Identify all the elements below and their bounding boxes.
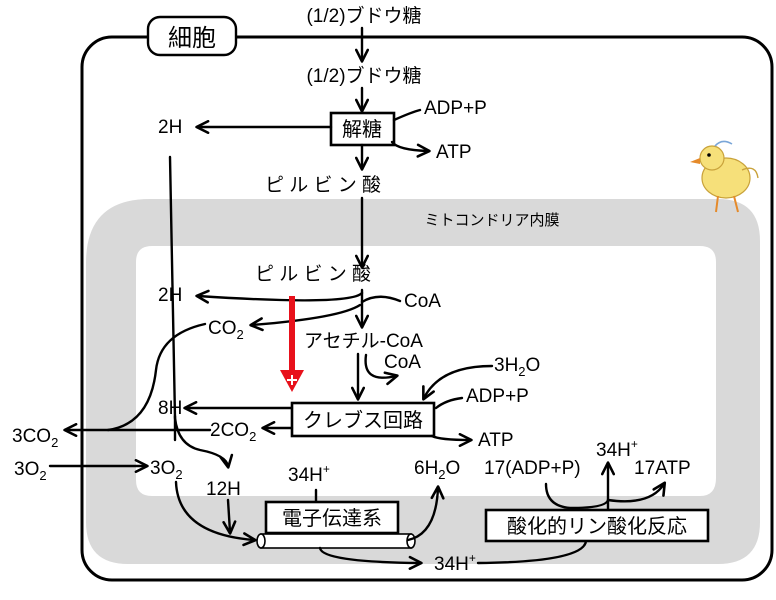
arrow-h2o-to-krebs — [422, 364, 494, 401]
arrow-etc-to-h2o — [406, 485, 445, 542]
arrow-atp-glycolysis — [390, 140, 431, 158]
line-coa-in — [360, 295, 402, 304]
label-34h-bottom: 34H+ — [434, 551, 476, 575]
arrow-oxphos-atp — [606, 481, 667, 503]
box-oxidative-phosphorylation-label: 酸化的リン酸化反応 — [507, 515, 687, 538]
label-pyruvate-outer: ピ ル ビ ン 酸 — [265, 174, 381, 196]
label-atp-krebs: ATP — [478, 430, 514, 451]
arrow-2h-matrix — [195, 289, 364, 304]
label-adp-p-krebs: ADP+P — [466, 386, 529, 407]
line-co2-collect — [106, 322, 207, 432]
box-oxidative-phosphorylation — [484, 508, 710, 543]
label-3o2-left: 3O2 — [14, 459, 47, 483]
label-34h-right: 34H+ — [596, 437, 638, 461]
membrane-label: ミトコンドリア内膜 — [424, 212, 559, 229]
label-12h: 12H — [206, 479, 241, 500]
label-17-adp-p: 17(ADP+P) — [484, 458, 581, 479]
label-adp-p-glycolysis: ADP+P — [424, 98, 487, 119]
label-17atp: 17ATP — [634, 458, 691, 479]
label-pyruvate-inner: ピ ル ビ ン 酸 — [255, 263, 371, 285]
label-atp-glycolysis: ATP — [436, 142, 472, 163]
label-2h-glycolysis: 2H — [158, 117, 182, 138]
label-coa-out: CoA — [384, 352, 421, 373]
label-co2: CO2 — [208, 318, 244, 342]
arrow-krebs-atp — [430, 432, 473, 448]
label-2co2: 2CO2 — [210, 420, 256, 444]
line-2h-to-etc — [168, 155, 234, 469]
line-34h-bottom-to-oxphos — [476, 539, 588, 565]
label-glucose-top: (1/2)ブドウ糖 — [306, 4, 421, 27]
label-2h-matrix: 2H — [158, 285, 182, 306]
label-6h2o: 6H2O — [414, 458, 460, 482]
label-coa-in: CoA — [404, 291, 441, 312]
line-adp-glycolysis — [392, 108, 422, 122]
arrow-etc-34h-out — [318, 546, 423, 570]
line-adp17-down — [544, 482, 610, 510]
chick-icon — [690, 140, 759, 213]
box-krebs — [290, 401, 436, 438]
box-electron-transport-label: 電子伝達系 — [282, 507, 382, 530]
label-acetyl-coa: アセチル-CoA — [304, 331, 423, 352]
arrow-12h-to-etc — [222, 498, 237, 535]
box-glycolysis-label: 解糖 — [342, 118, 382, 141]
line-adp-krebs — [434, 396, 464, 410]
cell-title: 細胞 — [168, 25, 216, 52]
box-electron-transport — [264, 500, 400, 535]
label-34h-inner: 34H+ — [288, 462, 330, 486]
label-3o2-right: 3O2 — [150, 458, 183, 482]
arrow-coa-out — [364, 353, 399, 386]
label-h2o-in: 3H2O — [494, 355, 540, 379]
box-krebs-label: クレブス回路 — [303, 408, 423, 432]
cell-membrane — [80, 35, 774, 582]
cell-title-box — [146, 15, 238, 57]
plus-icon — [287, 375, 297, 385]
label-8h: 8H — [158, 398, 182, 419]
label-glucose: (1/2)ブドウ糖 — [306, 64, 421, 87]
membrane-channel — [256, 533, 416, 549]
arrow-o2-to-etc — [174, 480, 257, 547]
label-3co2: 3CO2 — [12, 426, 58, 450]
arrow-co2 — [249, 303, 362, 332]
